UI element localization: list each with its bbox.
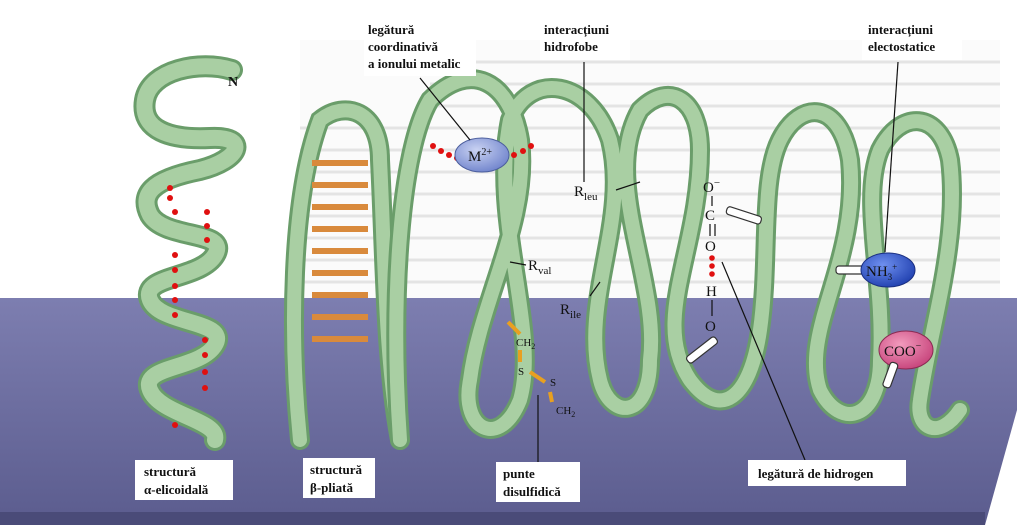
hydrogen-atom: H	[706, 284, 717, 300]
electrostatic-label: interacțiuni electostatice	[862, 18, 962, 60]
nh3-sup: +	[892, 262, 897, 272]
metal-ion-charge: 2+	[481, 147, 492, 158]
o-minus-atom: O	[703, 180, 714, 196]
ch2-lower: CH	[556, 405, 571, 417]
r-ile: R	[560, 302, 570, 318]
oxygen-atom-2: O	[705, 319, 716, 335]
ch2-lower-sub: 2	[571, 410, 575, 419]
r-leu-sub: leu	[584, 191, 598, 203]
electrostatic-line2: electostatice	[868, 39, 935, 54]
coo-symbol: COO	[884, 344, 916, 360]
coordinative-line1: legătură	[368, 22, 415, 37]
beta-label-line1: structură	[310, 462, 362, 477]
nh3-sub: 3	[888, 272, 893, 282]
floor-front-edge	[0, 512, 985, 525]
coordinative-line2: coordinativă	[368, 39, 439, 54]
n-terminus-label: N	[228, 75, 238, 90]
hbond-label-box: legătură de hidrogen	[748, 460, 906, 486]
sulfur-1: S	[518, 366, 524, 378]
disulfide-label-line1: punte	[503, 466, 535, 481]
coordinative-line3: a ionului metalic	[368, 56, 461, 71]
sulfur-2: S	[550, 377, 556, 389]
carbon-atom: C	[705, 208, 715, 224]
metal-ion-symbol: M	[468, 149, 481, 165]
ch2-upper-sub: 2	[531, 342, 535, 351]
nh3-symbol: NH	[866, 264, 888, 280]
hydrophobic-line1: interacțiuni	[544, 22, 609, 38]
r-val-sub: val	[538, 265, 551, 277]
alpha-label-line2: α-elicoidală	[144, 482, 209, 497]
o-minus-charge: −	[714, 177, 720, 189]
hydrophobic-line2: hidrofobe	[544, 39, 598, 54]
disulfide-label-line2: disulfidică	[503, 484, 561, 499]
beta-sheet-hbond-rungs	[312, 160, 368, 342]
alpha-helix-label-box: structură α-elicoidală	[135, 460, 233, 500]
ch2-upper: CH	[516, 337, 531, 349]
r-val: R	[528, 258, 538, 274]
hydrogen-bond-dots	[709, 255, 715, 277]
electrostatic-line1: interacțiuni	[868, 22, 933, 38]
oxygen-atom-1: O	[705, 239, 716, 255]
disulfide-label-box: punte disulfidică	[496, 462, 580, 502]
beta-label-line2: β-pliată	[310, 480, 353, 495]
r-ile-sub: ile	[570, 309, 581, 321]
r-leu: R	[574, 184, 584, 200]
coordinative-label: legătură coordinativă a ionului metalic	[364, 18, 476, 76]
alpha-label-line1: structură	[144, 464, 196, 479]
hydrophobic-label: interacțiuni hidrofobe	[540, 18, 630, 60]
hbond-label: legătură de hidrogen	[758, 466, 874, 481]
coo-sup: −	[916, 341, 922, 352]
beta-sheet-label-box: structură β-pliată	[303, 458, 375, 498]
